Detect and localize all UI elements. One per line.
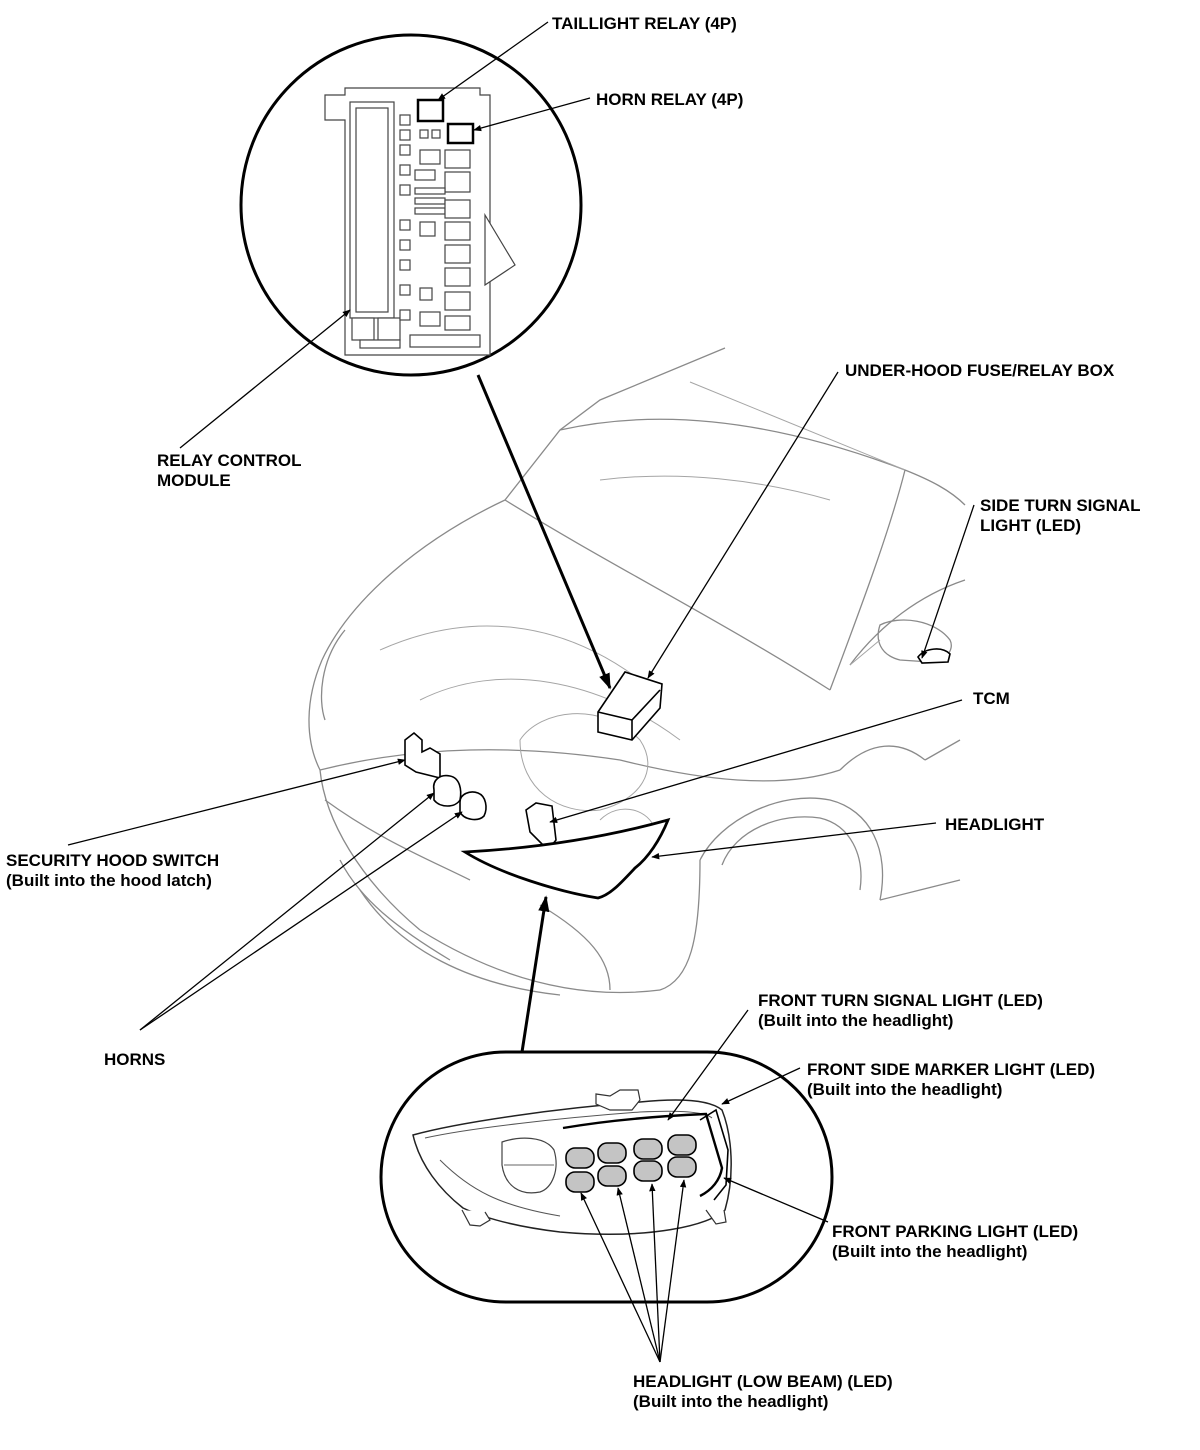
vehicle-outline bbox=[308, 347, 966, 996]
relay-box-inset bbox=[239, 33, 583, 377]
headlight bbox=[460, 817, 671, 900]
low-beam-lenses bbox=[565, 1134, 697, 1193]
security-hood-switch bbox=[404, 731, 441, 780]
label-horns: HORNS bbox=[104, 1050, 166, 1069]
label-front-turn-signal-line2: (Built into the headlight) bbox=[758, 1011, 954, 1030]
label-relay-control-module-line1: RELAY CONTROL bbox=[157, 451, 302, 470]
label-under-hood-fuse-relay-box: UNDER-HOOD FUSE/RELAY BOX bbox=[845, 361, 1115, 380]
fuse-slots bbox=[359, 114, 481, 349]
label-relay-control-module: RELAY CONTROL MODULE bbox=[157, 451, 302, 491]
label-front-side-marker-light: FRONT SIDE MARKER LIGHT (LED) (Built int… bbox=[807, 1060, 1095, 1100]
label-security-hood-switch-line2: (Built into the hood latch) bbox=[6, 871, 212, 890]
label-headlight-low-beam: HEADLIGHT (LOW BEAM) (LED) (Built into t… bbox=[633, 1372, 893, 1412]
label-front-side-marker-line2: (Built into the headlight) bbox=[807, 1080, 1003, 1099]
label-front-parking-light: FRONT PARKING LIGHT (LED) (Built into th… bbox=[832, 1222, 1078, 1262]
label-security-hood-switch: SECURITY HOOD SWITCH (Built into the hoo… bbox=[6, 851, 219, 891]
label-side-turn-signal-line1: SIDE TURN SIGNAL bbox=[980, 496, 1141, 515]
label-headlight-low-beam-line2: (Built into the headlight) bbox=[633, 1392, 829, 1411]
label-taillight-relay: TAILLIGHT RELAY (4P) bbox=[552, 14, 737, 33]
label-front-turn-signal-line1: FRONT TURN SIGNAL LIGHT (LED) bbox=[758, 991, 1043, 1010]
tcm bbox=[525, 802, 557, 852]
label-headlight-low-beam-line1: HEADLIGHT (LOW BEAM) (LED) bbox=[633, 1372, 893, 1391]
leader-lines bbox=[67, 21, 975, 1363]
horn-right bbox=[459, 791, 487, 821]
label-relay-control-module-line2: MODULE bbox=[157, 471, 231, 490]
label-front-turn-signal-light: FRONT TURN SIGNAL LIGHT (LED) (Built int… bbox=[758, 991, 1043, 1031]
label-tcm: TCM bbox=[973, 689, 1010, 708]
label-horn-relay: HORN RELAY (4P) bbox=[596, 90, 744, 109]
label-front-parking-line1: FRONT PARKING LIGHT (LED) bbox=[832, 1222, 1079, 1241]
label-headlight: HEADLIGHT bbox=[945, 815, 1045, 834]
horn-left bbox=[432, 774, 462, 807]
label-side-turn-signal-light: SIDE TURN SIGNAL LIGHT (LED) bbox=[980, 496, 1141, 536]
headlight-inset bbox=[379, 1050, 834, 1304]
label-front-side-marker-line1: FRONT SIDE MARKER LIGHT (LED) bbox=[807, 1060, 1096, 1079]
inset-connector-arrows bbox=[476, 374, 612, 1053]
label-security-hood-switch-line1: SECURITY HOOD SWITCH bbox=[6, 851, 220, 870]
under-hood-fuse-relay-box bbox=[597, 671, 663, 741]
label-side-turn-signal-line2: LIGHT (LED) bbox=[980, 516, 1082, 535]
label-front-parking-line2: (Built into the headlight) bbox=[832, 1242, 1028, 1261]
